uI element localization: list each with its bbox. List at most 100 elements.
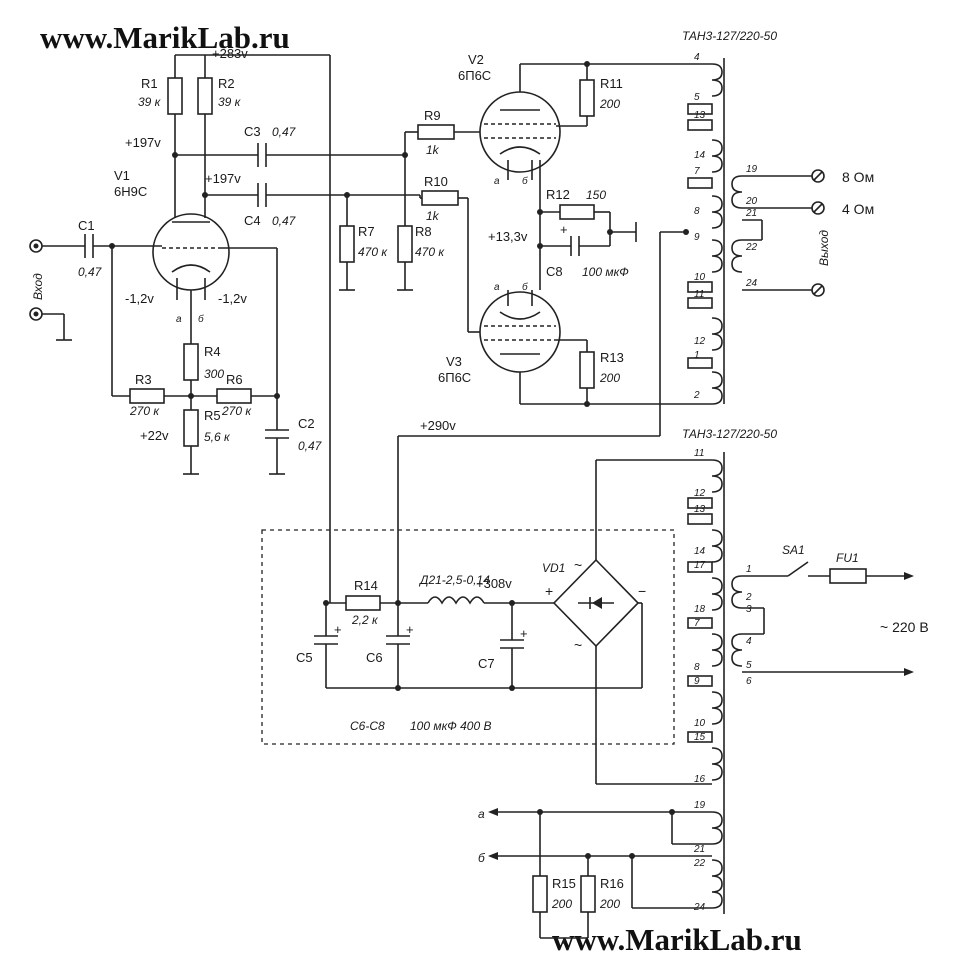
v3-heater-a: а bbox=[494, 282, 500, 293]
output-secondary-winding bbox=[731, 175, 743, 209]
resistor-r8 bbox=[397, 225, 413, 263]
r12-name: R12 bbox=[546, 187, 570, 202]
svg-text:7: 7 bbox=[694, 166, 700, 177]
filter-box bbox=[261, 529, 675, 745]
v2-heater-a: а bbox=[494, 176, 500, 187]
r13-name: R13 bbox=[600, 350, 624, 365]
svg-text:11: 11 bbox=[694, 448, 704, 459]
r6-name: R6 bbox=[226, 372, 243, 387]
output-label: Выход bbox=[817, 230, 831, 266]
svg-text:12: 12 bbox=[694, 336, 706, 347]
svg-text:8: 8 bbox=[694, 206, 700, 217]
voltage-197-a: +197v bbox=[125, 135, 161, 150]
svg-text:14: 14 bbox=[694, 150, 706, 161]
resistor-r4 bbox=[183, 343, 199, 381]
v2-heater-b: б bbox=[522, 175, 528, 187]
r7-name: R7 bbox=[358, 224, 375, 239]
svg-text:12: 12 bbox=[694, 488, 706, 499]
r9-name: R9 bbox=[424, 108, 441, 123]
c4-value: 0,47 bbox=[272, 214, 297, 228]
svg-text:5: 5 bbox=[694, 92, 700, 103]
r9-value: 1k bbox=[426, 143, 440, 157]
caps-note-a: C6-C8 bbox=[350, 719, 385, 733]
r2-value: 39 к bbox=[218, 95, 242, 109]
output-winding-c bbox=[711, 239, 723, 273]
svg-text:20: 20 bbox=[745, 196, 758, 207]
v1-heater-a: а bbox=[176, 314, 182, 325]
bridge-ac-top: ~ bbox=[574, 557, 582, 573]
voltage-22: +22v bbox=[140, 428, 169, 443]
r5-name: R5 bbox=[204, 408, 221, 423]
r11-name: R11 bbox=[600, 76, 623, 91]
r7-value: 470 к bbox=[358, 245, 388, 259]
r4-name: R4 bbox=[204, 344, 221, 359]
svg-text:19: 19 bbox=[694, 800, 706, 811]
svg-text:9: 9 bbox=[694, 676, 700, 687]
r1-name: R1 bbox=[141, 76, 158, 91]
output-winding-d bbox=[711, 371, 723, 405]
resistor-r13 bbox=[579, 351, 595, 389]
svg-text:15: 15 bbox=[694, 732, 706, 743]
r6-value: 270 к bbox=[221, 404, 252, 418]
power-secondary-pins: 11 12 13 14 17 18 7 8 9 10 15 16 bbox=[694, 448, 706, 785]
resistor-r3 bbox=[129, 388, 165, 404]
resistor-r5 bbox=[183, 409, 199, 447]
c8-value: 100 мкФ bbox=[582, 265, 629, 279]
c7-plus: + bbox=[520, 626, 528, 641]
r5-value: 5,6 к bbox=[204, 430, 231, 444]
bridge-label: VD1 bbox=[542, 561, 565, 575]
output-4-ohm: 4 Ом bbox=[842, 201, 874, 217]
voltage-197-b: +197v bbox=[205, 171, 241, 186]
resistor-r12 bbox=[559, 204, 595, 220]
resistor-r9 bbox=[417, 124, 455, 140]
c6-plus: + bbox=[406, 622, 414, 637]
r2-name: R2 bbox=[218, 76, 235, 91]
c5-name: C5 bbox=[296, 650, 313, 665]
switch-sa1[interactable] bbox=[787, 561, 809, 577]
fuse-fu1 bbox=[829, 568, 867, 584]
resistor-r7 bbox=[339, 225, 355, 263]
watermark-bottom: www.MarikLab.ru bbox=[552, 922, 802, 957]
c8-plus: + bbox=[560, 222, 568, 237]
v3-heater-b: б bbox=[522, 281, 528, 293]
svg-text:10: 10 bbox=[694, 718, 706, 729]
c3-value: 0,47 bbox=[272, 125, 297, 139]
r13-value: 200 bbox=[599, 371, 620, 385]
v1-type: 6Н9С bbox=[114, 184, 147, 199]
svg-text:18: 18 bbox=[694, 604, 706, 615]
svg-text:22: 22 bbox=[693, 858, 706, 869]
bridge-ac-bottom: ~ bbox=[574, 637, 582, 653]
fuse-label: FU1 bbox=[836, 551, 859, 565]
r14-value: 2,2 к bbox=[351, 613, 379, 627]
svg-text:21: 21 bbox=[745, 208, 757, 219]
caps-note-b: 100 мкФ 400 В bbox=[410, 719, 491, 733]
r1-value: 39 к bbox=[138, 95, 162, 109]
svg-text:4: 4 bbox=[746, 636, 752, 647]
resistor-r11 bbox=[579, 79, 595, 117]
c8-name: C8 bbox=[546, 264, 563, 279]
svg-text:13: 13 bbox=[694, 504, 706, 515]
r11-value: 200 bbox=[599, 97, 620, 111]
voltage-neg-a: -1,2v bbox=[125, 291, 154, 306]
svg-text:5: 5 bbox=[746, 660, 752, 671]
voltage-283: +283v bbox=[212, 46, 248, 61]
svg-text:1: 1 bbox=[746, 564, 752, 575]
r15-name: R15 bbox=[552, 876, 576, 891]
r10-value: 1k bbox=[426, 209, 440, 223]
svg-text:10: 10 bbox=[694, 272, 706, 283]
svg-text:16: 16 bbox=[694, 774, 706, 785]
v2-name: V2 bbox=[468, 52, 484, 67]
svg-text:2: 2 bbox=[745, 592, 752, 603]
v3-name: V3 bbox=[446, 354, 462, 369]
r16-name: R16 bbox=[600, 876, 624, 891]
c2-name: C2 bbox=[298, 416, 315, 431]
r8-name: R8 bbox=[415, 224, 432, 239]
mains-label: ~ 220 В bbox=[880, 619, 929, 635]
svg-text:22: 22 bbox=[745, 242, 758, 253]
svg-text:1: 1 bbox=[694, 350, 700, 361]
svg-text:13: 13 bbox=[694, 110, 706, 121]
svg-text:9: 9 bbox=[694, 232, 700, 243]
resistor-r1 bbox=[167, 77, 183, 115]
c3-name: C3 bbox=[244, 124, 261, 139]
resistor-r14 bbox=[345, 595, 381, 611]
